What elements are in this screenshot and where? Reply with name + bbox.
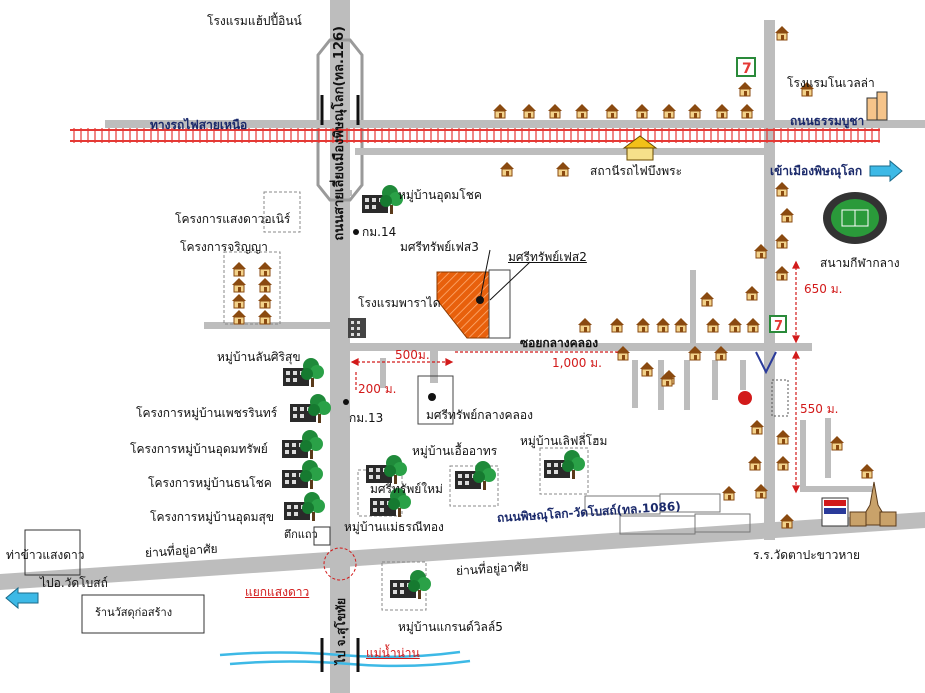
label-row-shops: ตึกแถว [284,528,318,541]
label-hotel-prakai: โรงแรมพาราได [358,296,441,310]
label-thanachok: โครงการหมู่บ้านธนโชค [148,476,272,490]
station-icon [622,135,658,161]
label-km14: กม.14 [362,225,397,239]
rice-mill-box [24,529,81,576]
market-stalls [584,493,751,535]
label-maethorani: หมู่บ้านแม่ธรณีทอง [344,520,444,534]
label-d500: 500ม. [395,348,430,362]
distance-markers [350,260,800,494]
label-soi-klang-khlong: ซอยกลางคลอง [520,336,599,350]
hotel-prakai-icon [348,318,366,338]
label-school: ร.ร.วัดตาปะขาวหาย [753,548,861,562]
arrow-to-watbot [5,586,39,610]
label-lansirisuk: หมู่บ้านลันศิริสุข [217,350,301,364]
label-highway-126: ถนนสายเลี่ยงเมืองพิษณุโลก(ทล.126) [332,26,347,241]
label-km13: กม.13 [349,411,384,425]
soi-klang-khlong [350,343,812,351]
label-charinya: โครงการจริญญา [180,240,268,254]
label-station: สถานีรถไฟบึงพระ [590,164,683,178]
svg-text:7: 7 [742,61,752,77]
label-saengdao-inn: โครงการแสงดาวอเนิร์ [175,212,291,226]
railway [70,128,880,143]
shop-box [81,594,205,634]
label-d550: 550 ม. [800,402,839,416]
label-grandville5: หมู่บ้านแกรนด์วิลล์5 [398,620,503,634]
label-thammabucha: ถนนธรรมบูชา [790,114,865,128]
label-d650: 650 ม. [804,282,843,296]
label-udomchok: หมู่บ้านอุดมโชค [398,188,482,202]
label-mansap-klang: มศรีทรัพย์กลางคลอง [426,408,533,422]
thammabucha-road [105,120,925,128]
temple-icon [821,481,897,527]
label-river: แม่น้ำน่าน [366,646,420,660]
stadium-icon [823,192,887,244]
label-to-city: เข้าเมืองพิษณุโลก [770,164,863,178]
label-udomsuk: โครงการหมู่บ้านอุดมสุข [150,510,275,524]
label-d200: 200 ม. [358,382,397,396]
label-mansap-new: มศรีทรัพย์ใหม่ [370,482,443,496]
label-to-sukhothai: ไป จ.สุโขทัย [334,598,348,665]
highway-1086 [0,512,925,590]
label-stadium: สนามกีฬากลาง [820,256,900,270]
svg-text:7: 7 [774,319,783,334]
label-railway: ทางรถไฟสายเหนือ [150,118,248,132]
label-novella: โรงแรมโนเวลล่า [787,76,875,90]
label-mansap2: มศรีทรัพย์เฟส2 [508,250,587,264]
project-site-plot [436,271,490,339]
zebra-crossing [771,379,789,417]
seven-eleven-icon: 7 7 [736,57,787,334]
houses [231,25,875,529]
label-rice-mill: ท่าข้าวแสงดาว [6,548,85,562]
label-udomsap: โครงการหมู่บ้านอุดมทรัพย์ [130,442,268,456]
landmark-v-icon [755,351,777,375]
label-d1000: 1,000 ม. [552,356,602,370]
arrow-to-city [869,159,903,183]
road-right-vertical [764,20,775,540]
intersection-circle [323,547,357,581]
highway-126 [330,0,350,693]
label-ua-athon: หมู่บ้านเอื้ออาทร [412,444,498,458]
river [219,650,471,668]
label-shop-store: ร้านวัสดุก่อสร้าง [95,606,173,619]
label-intersection: แยกแสงดาว [245,585,310,599]
label-to-watbot: ไปอ.วัดโบสถ์ [40,576,108,590]
label-happy-inn: โรงแรมแฮ้ปปี้อินน์ [207,14,302,28]
label-lifehome: หมู่บ้านเลิฟลี่โฮม [520,434,608,448]
label-petcharin: โครงการหมู่บ้านเพชรรินทร์ [136,406,278,420]
direction-arrows [5,159,903,610]
hotel-building-icon [866,91,888,121]
label-mansap3: มศรีทรัพย์เฟส3 [400,240,479,254]
